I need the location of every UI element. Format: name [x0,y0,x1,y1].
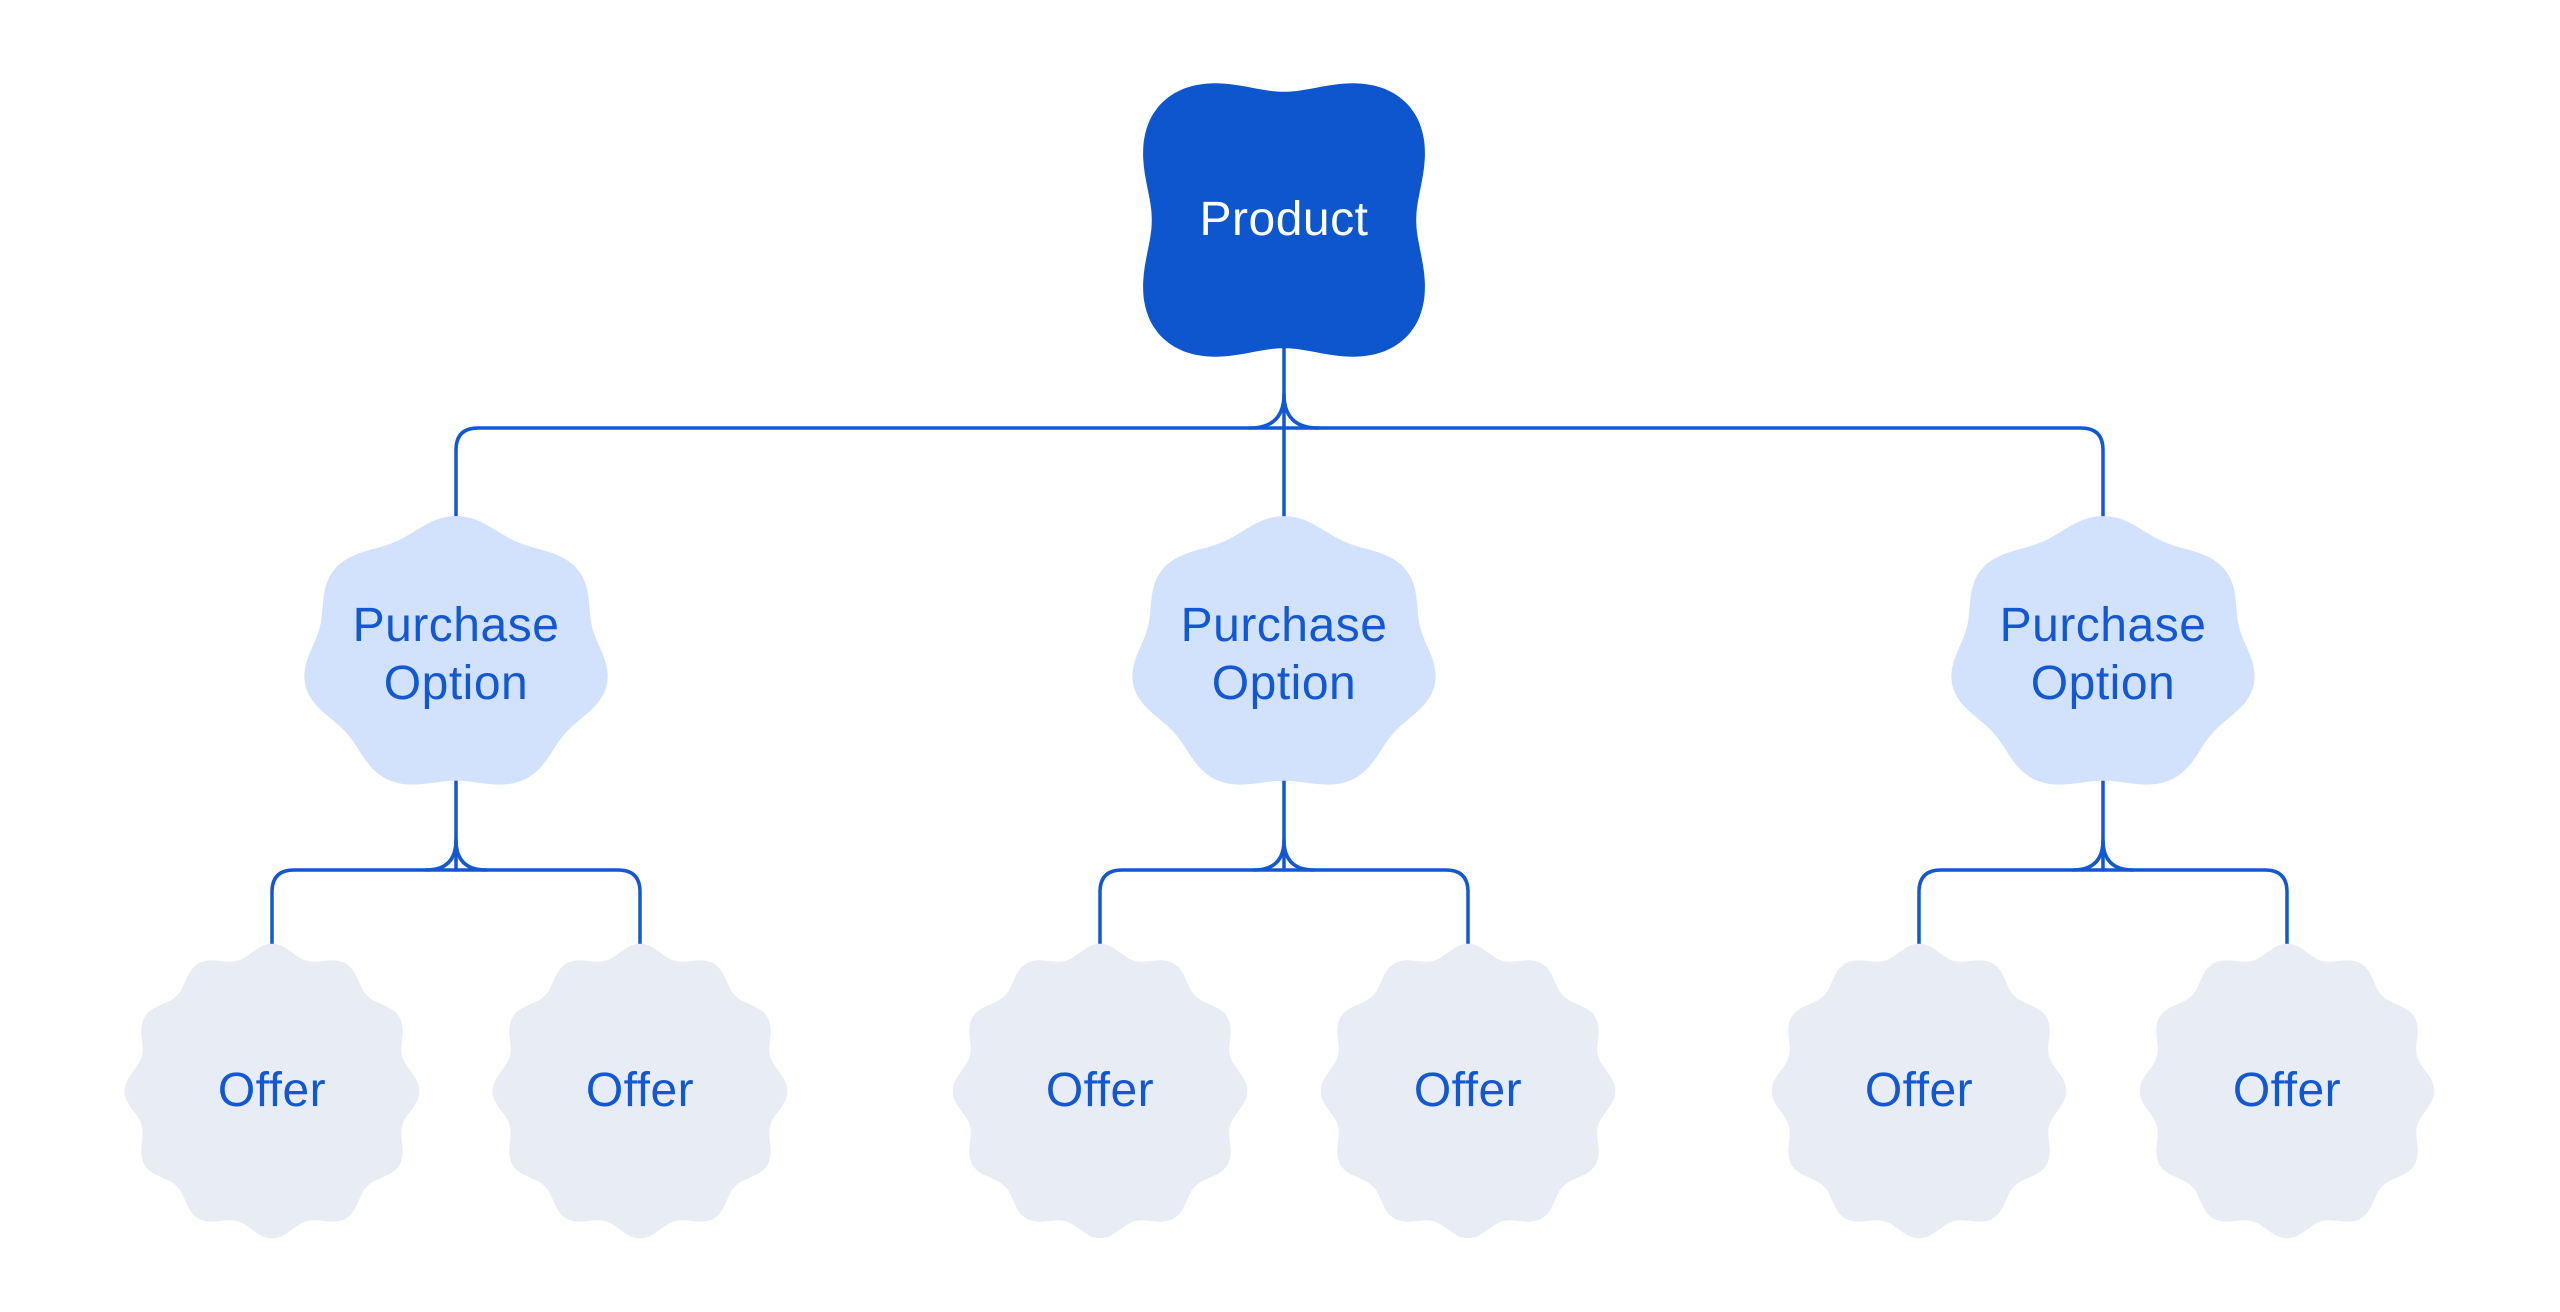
offer-blob-shape [952,943,1248,1239]
purchase-option-node-3: Purchase Option [1947,514,2259,796]
purchase-option-label: Purchase Option [1180,599,1388,710]
offer-label: Offer [1045,1064,1155,1117]
purchase-option-blob-shape [304,516,608,785]
offer-blob-shape [2139,943,2435,1239]
offer-node-2-2: Offer [1320,943,1616,1239]
product-label: Product [1199,193,1369,246]
purchase-option-blob-shape [1132,516,1436,785]
offer-node-2-1: Offer [952,943,1248,1239]
purchase-option-label: Purchase Option [1999,599,2207,710]
offer-label: Offer [1413,1064,1523,1117]
offer-node-1-1: Offer [124,943,420,1239]
offer-blob-shape [1320,943,1616,1239]
offer-label: Offer [1864,1064,1974,1117]
purchase-option-node-1: Purchase Option [300,514,612,796]
offer-blob-shape [492,943,788,1239]
offer-blob-shape [1771,943,2067,1239]
product-node: Product [1108,49,1460,391]
purchase-option-blob-shape [1951,516,2255,785]
offer-label: Offer [585,1064,695,1117]
offer-label: Offer [217,1064,327,1117]
offer-node-3-1: Offer [1771,943,2067,1239]
offer-node-1-2: Offer [492,943,788,1239]
offer-blob-shape [124,943,420,1239]
product-blob-shape [1143,83,1425,357]
purchase-option-node-2: Purchase Option [1128,514,1440,796]
offer-node-3-2: Offer [2139,943,2435,1239]
purchase-option-label: Purchase Option [352,599,560,710]
offer-label: Offer [2232,1064,2342,1117]
